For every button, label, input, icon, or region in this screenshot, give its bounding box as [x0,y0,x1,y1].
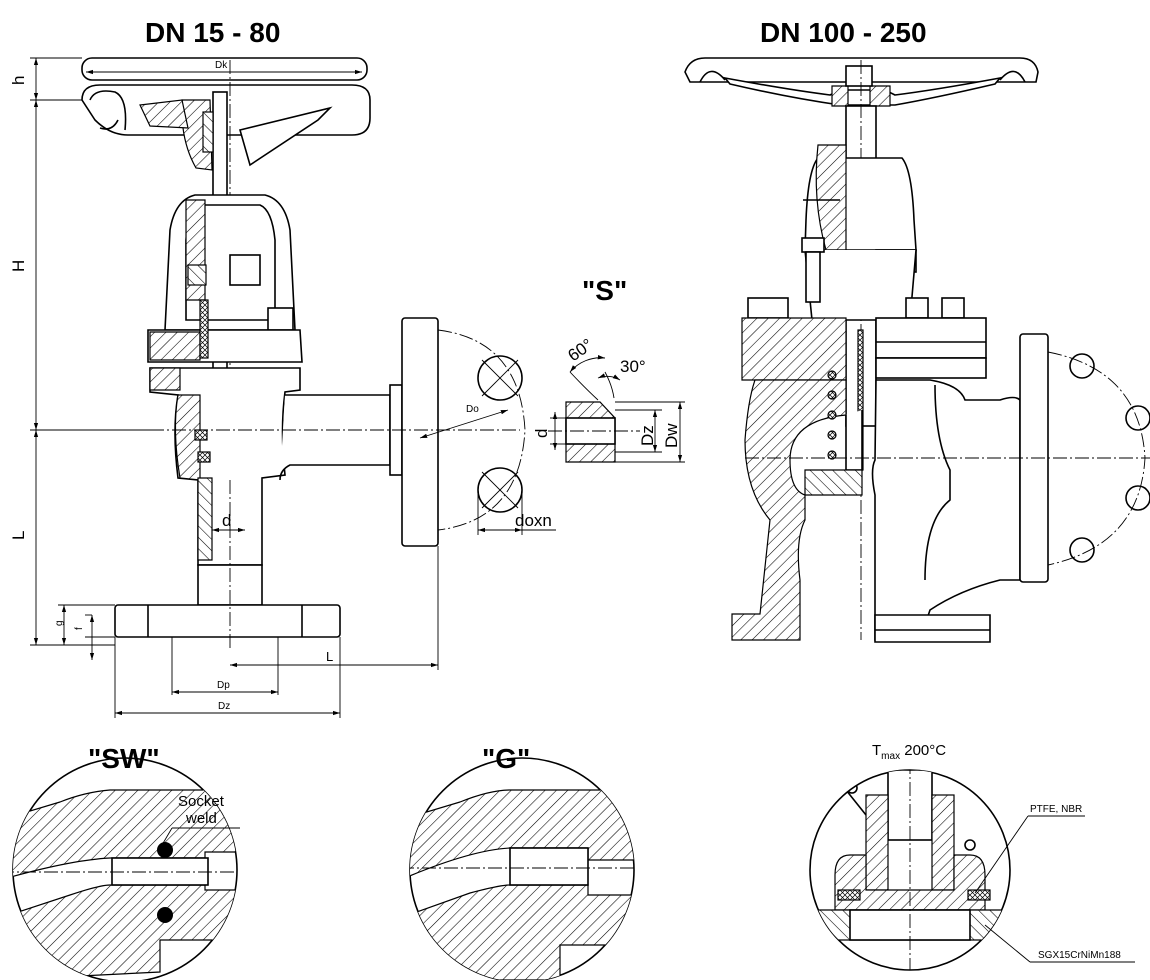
dim-H-label: H [9,260,28,272]
detail-s-d: d [532,429,551,438]
note-material: SGX15CrNiMn188 [1038,950,1121,961]
title-dn-100-250: DN 100 - 250 [760,17,927,48]
title-detail-s: "S" [582,275,627,306]
note-weld: weld [185,810,217,827]
detail-sw-drawing: Socket weld [12,757,240,980]
detail-s-angle-30: 30° [620,357,646,376]
detail-tmax-drawing: Tmax 200°C PTFE, NBR SGX15CrNiMn188 [809,742,1135,971]
title-dn-15-80: DN 15 - 80 [145,17,280,48]
dim-f-label: f [74,627,85,630]
dim-Dp-label: Dp [217,680,230,691]
note-socket: Socket [178,793,225,810]
detail-s-angle-60: 60° [564,335,596,365]
dim-h-label: h [9,76,28,85]
dim-doxn-label: doxn [515,511,552,530]
dim-Dz-label: Dz [218,701,230,712]
tmax-label: Tmax 200°C [872,742,946,762]
left-valve-drawing [81,57,526,650]
detail-s-drawing: 60° 30° d Dz Dw [532,335,685,463]
left-valve-dimensions: h H L Dk g f Dp Dz L Do d doxn [9,57,556,718]
note-ptfe-nbr: PTFE, NBR [1030,804,1082,815]
dim-Do-label: Do [466,404,479,415]
dim-Dk-label: Dk [215,60,228,71]
dim-L-horizontal-label: L [326,649,333,664]
right-valve-drawing [684,57,1150,643]
dim-d-label: d [222,511,231,530]
detail-g-drawing [409,757,635,980]
detail-s-Dz: Dz [638,425,657,446]
dim-L-vertical-label: L [9,531,28,540]
detail-s-Dw: Dw [662,423,681,448]
dim-g-label: g [54,620,65,626]
